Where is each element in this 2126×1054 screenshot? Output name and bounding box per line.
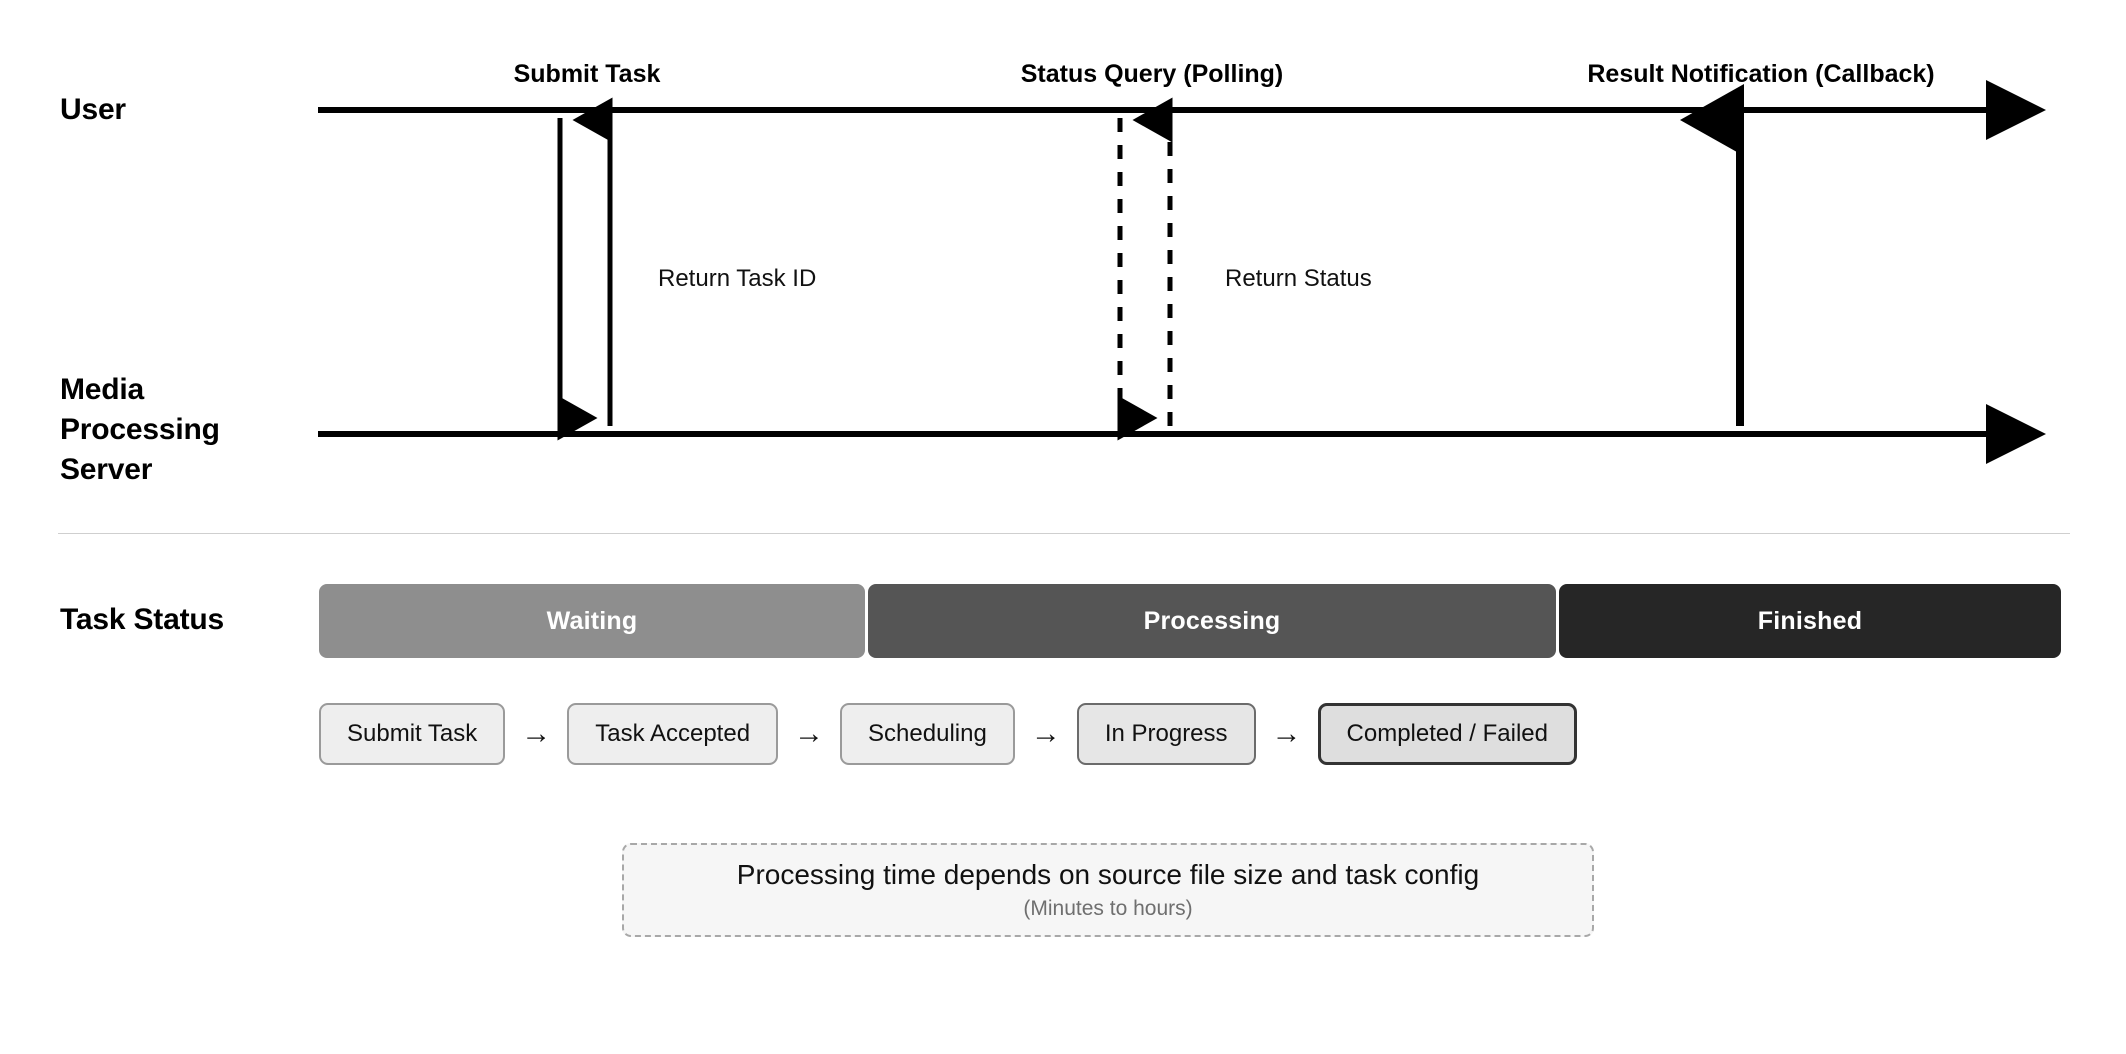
- note-primary-text: Processing time depends on source file s…: [736, 859, 1480, 890]
- step-chip-completed-failed[interactable]: Completed / Failed: [1317, 703, 1577, 765]
- step-chip-in-progress[interactable]: In Progress: [1076, 703, 1256, 765]
- message-caption-status-query: Status Query (Polling): [1020, 60, 1284, 88]
- processing-time-note: Processing time depends on source file s…: [622, 843, 1594, 937]
- message-caption-result-notification: Result Notification (Callback): [1587, 60, 1935, 88]
- message-caption-submit-task: Submit Task: [513, 60, 661, 88]
- status-segment-processing[interactable]: Processing: [868, 584, 1556, 658]
- step-arrow-icon-2: →: [794, 717, 825, 750]
- step-chip-task-accepted[interactable]: Task Accepted: [567, 703, 779, 765]
- lane-label-user: User: [60, 93, 126, 126]
- status-segment-waiting[interactable]: Waiting: [319, 584, 865, 658]
- sequence-diagram: [318, 80, 2046, 464]
- step-chip-submit-task[interactable]: Submit Task: [319, 703, 506, 765]
- step-chip-scheduling[interactable]: Scheduling: [840, 703, 1015, 765]
- message-label-return-task-id: Return Task ID: [658, 265, 817, 292]
- section-divider: [58, 533, 2070, 534]
- lane-label-task-status: Task Status: [60, 603, 224, 636]
- step-arrow-icon-3: →: [1030, 717, 1061, 750]
- status-segment-finished[interactable]: Finished: [1559, 584, 2061, 658]
- note-secondary-text: (Minutes to hours): [1023, 897, 1193, 920]
- step-arrow-icon-1: →: [521, 717, 552, 750]
- message-label-return-status: Return Status: [1225, 265, 1372, 292]
- lane-label-server: Media Processing Server: [60, 373, 220, 486]
- step-arrow-icon-4: →: [1271, 717, 1302, 750]
- task-step-sequence: Submit Task → Task Accepted → Scheduling…: [319, 703, 1577, 765]
- task-status-bar: Waiting Processing Finished: [319, 584, 2061, 658]
